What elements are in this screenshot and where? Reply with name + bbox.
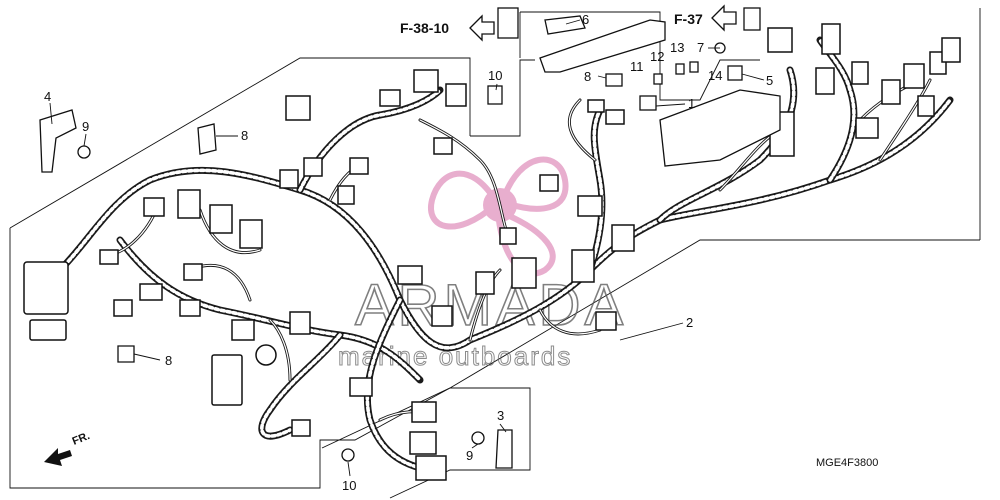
reference-left-label: F-38-10 <box>400 20 449 36</box>
callout-2: 2 <box>686 315 693 330</box>
callout-labels: 4 9 8 8 10 6 8 11 12 13 14 7 1 5 2 3 9 1… <box>44 12 773 493</box>
callout-1: 1 <box>688 96 695 111</box>
callout-3: 3 <box>497 408 504 423</box>
callout-4: 4 <box>44 89 51 104</box>
callout-13: 13 <box>670 40 684 55</box>
callout-10-lower: 10 <box>342 478 356 493</box>
callout-10-upper: 10 <box>488 68 502 83</box>
front-label: FR. <box>71 430 92 448</box>
reference-f-38-10: F-38-10 <box>400 14 495 42</box>
reference-right-label: F-37 <box>674 11 703 27</box>
reference-right-arrow-icon <box>711 4 737 32</box>
leader-lines <box>49 19 765 477</box>
callout-7: 7 <box>697 40 704 55</box>
reference-left-arrow-icon <box>469 14 495 42</box>
callout-8-lower: 8 <box>165 353 172 368</box>
callout-9-lower: 9 <box>466 448 473 463</box>
callout-5: 5 <box>766 73 773 88</box>
diagram-code: MGE4F3800 <box>816 457 878 469</box>
callout-8-upper: 8 <box>241 128 248 143</box>
front-arrow-icon <box>44 448 72 466</box>
fuse-box-outline <box>519 11 760 101</box>
callout-8-fuse: 8 <box>584 69 591 84</box>
main-harness <box>56 36 954 474</box>
callout-12: 12 <box>650 49 664 64</box>
front-indicator: FR. <box>44 430 92 466</box>
reference-f-37: F-37 <box>674 4 737 32</box>
callout-11: 11 <box>630 59 644 74</box>
callout-6: 6 <box>582 12 589 27</box>
bolts-and-brackets <box>39 85 513 469</box>
callout-14: 14 <box>708 68 722 83</box>
callout-9-upper: 9 <box>82 119 89 134</box>
fuse-box <box>497 7 781 167</box>
connectors <box>23 23 961 481</box>
